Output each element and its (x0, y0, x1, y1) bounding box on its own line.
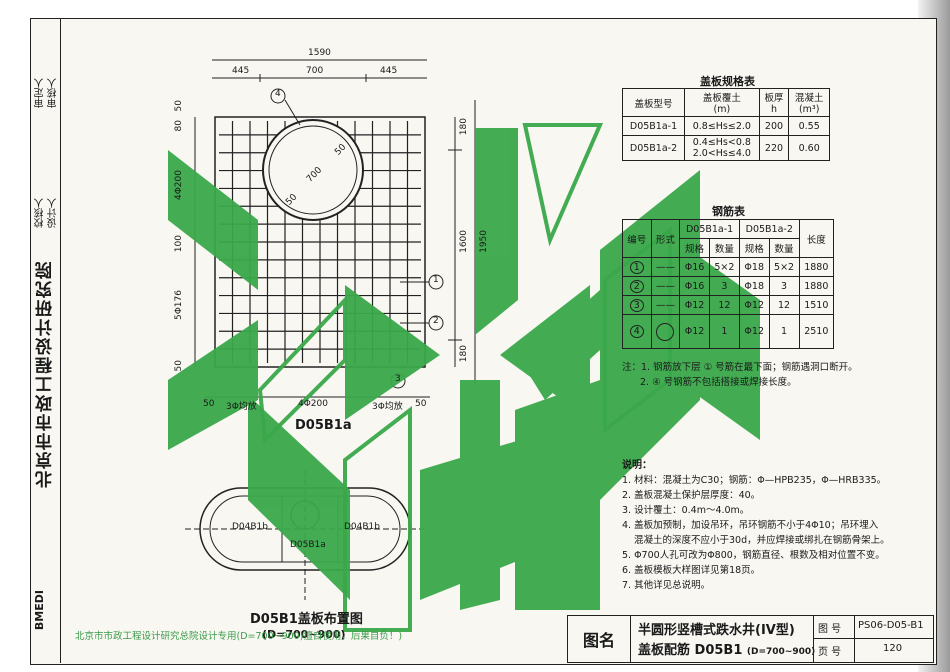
layout-caption: D05B1盖板布置图 (250, 612, 363, 627)
copyright-note: 北京市市政工程设计研究总院设计专用(D=700~900)擅自使用，后果自负！) (75, 631, 403, 642)
table-note-1: 注：1. 钢筋放下层 ① 号筋在最下面；钢筋遇洞口断开。 (622, 362, 858, 373)
layout-label-right: D04B1b (344, 522, 380, 532)
title-line-1: 半圆形竖槽式跌水井(IV型) (638, 623, 795, 638)
callout-label-3: 3 (395, 374, 401, 384)
hdr-cover: 盖板覆土(m) (684, 88, 760, 117)
explanation-list: 1. 材料：混凝土为C30；钢筋：Φ—HPB235，Φ—HRB335。 2. 盖… (622, 475, 890, 591)
title-line-2: 盖板配筋 D05B1 (D=700~900) (638, 643, 816, 658)
manhole-inner (268, 125, 358, 215)
page-no: 120 (883, 643, 903, 654)
callout-label-2: 2 (433, 316, 439, 326)
signature-strip (30, 18, 61, 663)
bottom-dim-1: 50 (203, 399, 215, 409)
right-dim-top: 180 (459, 118, 469, 136)
cover-table-title: 盖板规格表 (700, 75, 755, 88)
left-dim-2: 80 (174, 120, 184, 132)
hdr-concrete: 混凝土(m³) (788, 88, 830, 117)
dim-right: 445 (380, 66, 398, 76)
layout-label-left: D04B1b (232, 522, 268, 532)
layout-subcaption: (D=700~900) (262, 628, 346, 641)
bottom-dim-5: 50 (415, 399, 427, 409)
rebar-table-title: 钢筋表 (712, 205, 745, 218)
right-dim-middle: 1600 (459, 230, 469, 253)
bottom-dim-2: 3Φ均放 (226, 402, 257, 412)
drawing-no: PS06-D05-B1 (858, 620, 924, 631)
dim-total-width: 1590 (308, 48, 331, 58)
ring-icon (656, 322, 675, 341)
manhole-opening (262, 119, 364, 221)
table-note-2: 2. ④ 号钢筋不包括搭接或焊接长度。 (640, 377, 797, 388)
callout-4 (270, 88, 286, 104)
right-dim-total: 1950 (479, 230, 489, 253)
figure-label: 图名 (568, 616, 631, 662)
page-label: 页 号 (818, 647, 842, 658)
layout-label-center: D05B1a (290, 540, 326, 550)
table-row: D05B1a-1 0.8≤Hs≤2.0 200 0.55 (621, 116, 830, 136)
left-dim-6: 50 (174, 360, 184, 372)
explanation-title: 说明： (622, 460, 652, 471)
left-dim-1: 50 (174, 100, 184, 112)
dim-middle: 700 (306, 66, 324, 76)
bottom-dim-3: 4Φ200 (298, 399, 328, 409)
callout-label-1: 1 (433, 275, 439, 285)
drawing-no-label: 图 号 (818, 624, 842, 635)
dim-left: 445 (232, 66, 250, 76)
rebar-table: 编号 形式 D05B1a-1 D05B1a-2 长度 规格 数量 规格 数量 1… (622, 219, 835, 349)
left-dim-5: 5Φ176 (174, 290, 184, 320)
bottom-dim-4: 3Φ均放 (372, 402, 403, 412)
callout-label-4: 4 (275, 89, 281, 99)
right-dim-bottom: 180 (459, 345, 469, 363)
plan-caption: D05B1a (295, 418, 352, 433)
hdr-model: 盖板型号 (621, 88, 686, 117)
left-dim-3: 4Φ200 (174, 170, 184, 200)
left-dim-4: 100 (174, 235, 184, 253)
title-block: 图名 半圆形竖槽式跌水井(IV型) 盖板配筋 D05B1 (D=700~900)… (567, 615, 934, 663)
